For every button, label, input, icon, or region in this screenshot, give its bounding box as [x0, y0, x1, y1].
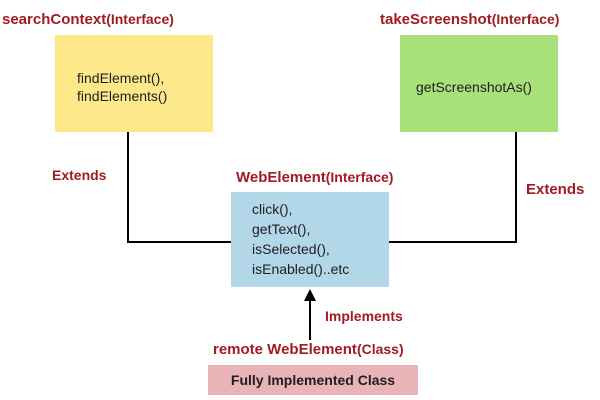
fully-implemented-class-box: Fully Implemented Class [208, 365, 418, 395]
search-context-box: findElement(), findElements() [55, 35, 213, 132]
left-vertical-connector [127, 132, 129, 242]
remote-web-element-kind: (Class) [356, 341, 404, 357]
take-screenshot-title: takeScreenshot(Interface) [380, 10, 559, 29]
web-element-kind: (Interface) [325, 169, 394, 185]
search-context-title: searchContext(Interface) [2, 10, 174, 29]
search-context-method: findElements() [77, 88, 168, 104]
web-element-method: isEnabled()..etc [252, 261, 350, 277]
take-screenshot-name: takeScreenshot [380, 11, 492, 28]
implements-label: Implements [325, 308, 403, 324]
web-element-method: click(), [252, 201, 293, 217]
right-extends-label: Extends [526, 181, 585, 198]
remote-web-element-title: remote WebElement(Class) [213, 340, 404, 359]
left-extends-label: Extends [52, 167, 107, 183]
search-context-kind: (Interface) [106, 11, 174, 27]
take-screenshot-box: getScreenshotAs() [400, 35, 558, 132]
web-element-method: getText(), [252, 221, 311, 237]
right-horizontal-connector [389, 241, 517, 243]
remote-web-element-name: remote WebElement [213, 341, 357, 358]
take-screenshot-method: getScreenshotAs() [416, 79, 532, 95]
web-element-method: isSelected(), [252, 241, 330, 257]
implements-arrow-head [304, 289, 316, 301]
search-context-name: searchContext [2, 11, 107, 28]
web-element-title: WebElement(Interface) [236, 168, 393, 187]
web-element-name: WebElement [236, 169, 326, 186]
implements-arrow [304, 289, 316, 340]
search-context-method: findElement(), [77, 70, 165, 86]
take-screenshot-kind: (Interface) [491, 11, 560, 27]
web-element-box: click(), getText(), isSelected(), isEnab… [231, 192, 389, 287]
left-horizontal-connector [127, 241, 231, 243]
fully-implemented-class-label: Fully Implemented Class [230, 372, 396, 388]
right-vertical-connector [515, 132, 517, 242]
